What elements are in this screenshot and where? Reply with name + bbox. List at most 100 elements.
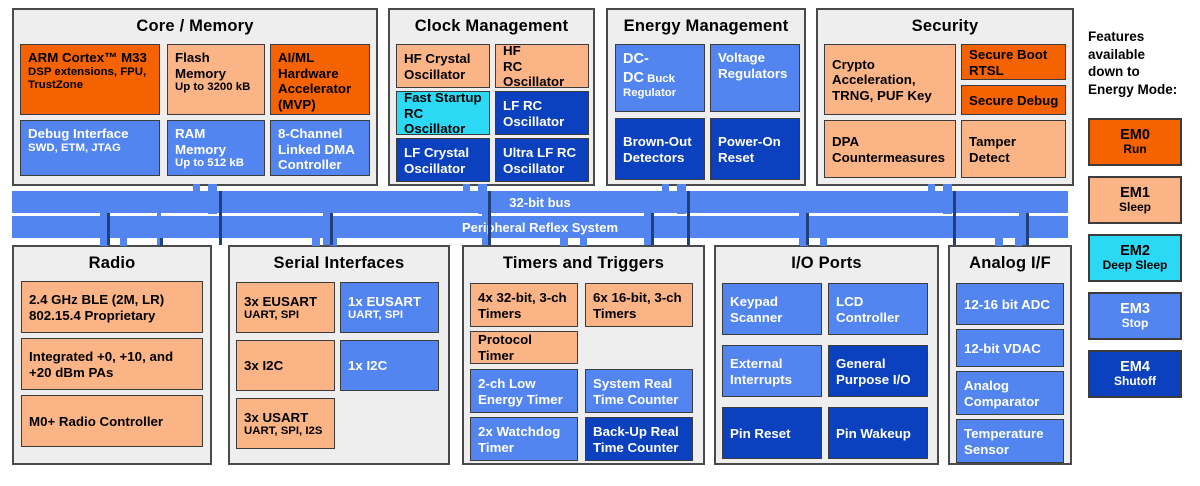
- block-line-1: LF Crystal: [404, 144, 470, 160]
- block-dcdc-buck-regulator[interactable]: DC-DC Buck Regulator: [615, 44, 705, 112]
- block-line-1: LF RC: [503, 97, 543, 113]
- legend-swatch-em4[interactable]: EM4 Shutoff: [1088, 350, 1182, 398]
- legend-swatch-em1[interactable]: EM1 Sleep: [1088, 176, 1182, 224]
- block-line-2: Timers: [478, 305, 522, 321]
- legend-caption-line-3: down to: [1088, 64, 1140, 80]
- block-analog-comparator[interactable]: Analog Comparator: [956, 371, 1064, 415]
- block-6x-16bit-timers[interactable]: 6x 16-bit, 3-ch Timers: [585, 283, 693, 327]
- block-2x-watchdog-timer[interactable]: 2x Watchdog Timer: [470, 417, 578, 461]
- block-line-2: Interrupts: [730, 371, 793, 387]
- block-flash-memory[interactable]: Flash Memory Up to 3200 kB: [167, 44, 265, 115]
- block-3x-usart[interactable]: 3x USART UART, SPI, I2S: [236, 398, 335, 449]
- panel-title-core-memory: Core / Memory: [136, 17, 254, 35]
- block-line-2: Controller: [836, 309, 900, 325]
- block-lcd-controller[interactable]: LCD Controller: [828, 283, 928, 335]
- block-protocol-timer[interactable]: Protocol Timer: [470, 331, 578, 364]
- bus-32-bit-label: 32-bit bus: [509, 194, 571, 210]
- block-ram-memory[interactable]: RAM Memory Up to 512 kB: [167, 120, 265, 176]
- block-line-2: Linked DMA: [278, 141, 355, 157]
- block-aiml-accelerator[interactable]: AI/ML Hardware Accelerator (MVP): [270, 44, 370, 115]
- block-line-2: Timers: [593, 305, 637, 321]
- block-debug-interface[interactable]: Debug Interface SWD, ETM, JTAG: [20, 120, 160, 176]
- block-4x-32bit-timers[interactable]: 4x 32-bit, 3-ch Timers: [470, 283, 578, 327]
- bus-stub-security-a: [928, 184, 935, 194]
- legend-swatch-em2[interactable]: EM2 Deep Sleep: [1088, 234, 1182, 282]
- block-line-2: Detectors: [623, 149, 685, 165]
- panel-title-io-ports: I/O Ports: [791, 254, 862, 272]
- block-hf-rc-oscillator[interactable]: HF RC Oscillator: [495, 44, 589, 88]
- legend-em-desc: Sleep: [1118, 200, 1151, 215]
- block-fast-startup-rc-oscillator[interactable]: Fast Startup RC Oscillator: [396, 91, 490, 135]
- block-line-1: 2.4 GHz BLE (2M, LR): [29, 291, 165, 307]
- block-ultra-lf-rc-oscillator[interactable]: Ultra LF RC Oscillator: [495, 138, 589, 182]
- block-line-2: UART, SPI: [244, 309, 300, 322]
- block-integrated-pas[interactable]: Integrated +0, +10, and +20 dBm PAs: [21, 338, 203, 390]
- bus-crossline-3: [160, 238, 163, 246]
- block-arm-cortex-m33[interactable]: ARM Cortex™ M33 DSP extensions, FPU, Tru…: [20, 44, 160, 115]
- legend-swatch-em3[interactable]: EM3 Stop: [1088, 292, 1182, 340]
- block-line-2: Energy Timer: [478, 391, 563, 407]
- block-1x-i2c[interactable]: 1x I2C: [340, 340, 439, 391]
- bus-stub-serial-a: [312, 236, 320, 246]
- block-voltage-regulators[interactable]: Voltage Regulators: [710, 44, 800, 112]
- block-line-4: (MVP): [278, 96, 316, 112]
- block-2ch-low-energy-timer[interactable]: 2-ch Low Energy Timer: [470, 369, 578, 413]
- block-backup-rtc[interactable]: Back-Up Real Time Counter: [585, 417, 693, 461]
- block-line-1: 2x Watchdog: [478, 423, 561, 439]
- block-line-3: Controller: [278, 157, 342, 173]
- block-line-1: 6x 16-bit, 3-ch: [593, 289, 682, 305]
- block-line-3: Up to 3200 kB: [175, 81, 251, 94]
- block-vdac[interactable]: 12-bit VDAC: [956, 329, 1064, 367]
- block-ble-radio[interactable]: 2.4 GHz BLE (2M, LR) 802.15.4 Proprietar…: [21, 281, 203, 333]
- block-line-1: Debug Interface: [28, 126, 129, 141]
- block-crypto-acceleration[interactable]: Crypto Acceleration, TRNG, PUF Key: [824, 44, 956, 115]
- block-secure-boot-rtsl[interactable]: Secure Boot RTSL: [961, 44, 1066, 80]
- block-system-rtc[interactable]: System Real Time Counter: [585, 369, 693, 413]
- block-power-on-reset[interactable]: Power-On Reset: [710, 118, 800, 180]
- block-lf-rc-oscillator[interactable]: LF RC Oscillator: [495, 91, 589, 135]
- block-lf-crystal-oscillator[interactable]: LF Crystal Oscillator: [396, 138, 490, 182]
- block-external-interrupts[interactable]: External Interrupts: [722, 345, 822, 397]
- block-adc[interactable]: 12-16 bit ADC: [956, 283, 1064, 325]
- panel-title-security: Security: [911, 17, 979, 35]
- block-dma-controller[interactable]: 8-Channel Linked DMA Controller: [270, 120, 370, 176]
- block-line-1: 2-ch Low: [478, 375, 536, 391]
- block-hf-crystal-oscillator[interactable]: HF Crystal Oscillator: [396, 44, 490, 88]
- block-pin-reset[interactable]: Pin Reset: [722, 407, 822, 459]
- block-m0plus-radio-controller[interactable]: M0+ Radio Controller: [21, 395, 203, 447]
- block-dpa-countermeasures[interactable]: DPA Countermeasures: [824, 120, 956, 178]
- legend-em-name: EM4: [1120, 358, 1150, 375]
- panel-title-serial-interfaces: Serial Interfaces: [273, 254, 405, 272]
- bus-crossline-9: [806, 213, 809, 245]
- block-tamper-detect[interactable]: Tamper Detect: [961, 120, 1066, 178]
- block-3x-eusart[interactable]: 3x EUSART UART, SPI: [236, 282, 335, 333]
- panel-title-radio: Radio: [88, 254, 136, 272]
- bus-peripheral-reflex-system: Peripheral Reflex System: [12, 216, 1068, 238]
- block-line-1: DPA: [832, 133, 860, 149]
- block-secure-debug[interactable]: Secure Debug: [961, 85, 1066, 115]
- legend-caption-line-2: available: [1088, 46, 1146, 62]
- block-line-1: Secure Debug: [969, 92, 1059, 108]
- block-line-1-group: DC-DC Buck: [623, 50, 698, 87]
- bus-stub-clock-a: [463, 184, 470, 194]
- block-1x-eusart[interactable]: 1x EUSART UART, SPI: [340, 282, 439, 333]
- block-line-2: Purpose I/O: [836, 371, 911, 387]
- panel-title-energy-management: Energy Management: [623, 17, 789, 35]
- bus-stub-timers-b: [580, 236, 587, 246]
- block-line-1: Temperature: [964, 425, 1044, 441]
- legend-em-desc: Run: [1123, 142, 1147, 157]
- block-pin-wakeup[interactable]: Pin Wakeup: [828, 407, 928, 459]
- block-line-2: Acceleration,: [832, 72, 916, 88]
- block-temperature-sensor[interactable]: Temperature Sensor: [956, 419, 1064, 463]
- block-brown-out-detectors[interactable]: Brown-Out Detectors: [615, 118, 705, 180]
- block-line-1: 12-16 bit ADC: [964, 296, 1050, 312]
- legend-em-desc: Deep Sleep: [1102, 258, 1168, 273]
- block-line-1: Voltage: [718, 50, 766, 65]
- legend-swatch-em0[interactable]: EM0 Run: [1088, 118, 1182, 166]
- block-general-purpose-io[interactable]: General Purpose I/O: [828, 345, 928, 397]
- bus-stub-io-a: [800, 236, 808, 246]
- bus-crossline-5: [330, 213, 333, 245]
- block-keypad-scanner[interactable]: Keypad Scanner: [722, 283, 822, 335]
- block-3x-i2c[interactable]: 3x I2C: [236, 340, 335, 391]
- block-line-2: Comparator: [964, 393, 1040, 409]
